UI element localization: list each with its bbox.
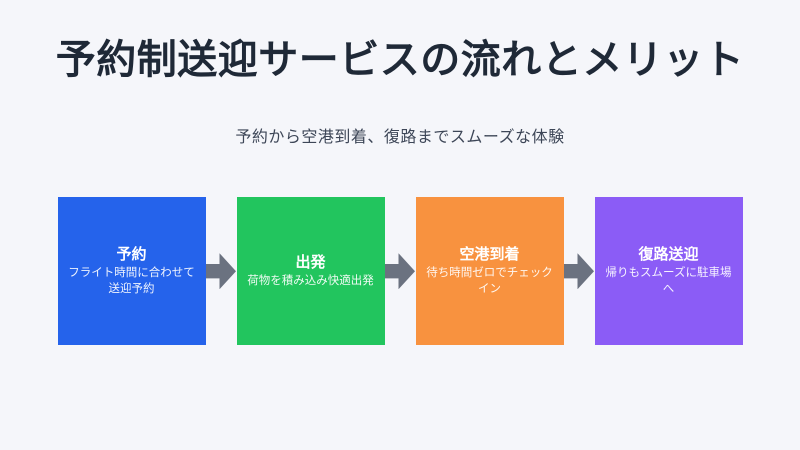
step-label: 予約 [116,245,147,263]
step-label: 復路送迎 [638,245,699,263]
page-subtitle: 予約から空港到着、復路までスムーズな体験 [235,129,565,146]
step-label: 空港到着 [459,245,520,263]
flow-step-reservation: 予約 フライト時間に合わせて送迎予約 [57,197,206,346]
arrow-gap [385,197,416,345]
step-description: 荷物を積み込み快適出発 [247,275,374,288]
arrow-gap [206,197,237,345]
right-arrow-icon [385,253,415,290]
flow-step-return-pickup: 復路送迎 帰りもスムーズに駐車場へ [594,197,743,346]
flow-step-airport-arrival: 空港到着 待ち時間ゼロでチェックイン [415,197,564,346]
arrow-gap [564,197,595,345]
step-label: 出発 [295,254,326,272]
step-description: 帰りもスムーズに駐車場へ [605,267,732,296]
step-description: フライト時間に合わせて送迎予約 [68,267,195,296]
page-title: 予約制送迎サービスの流れとメリット [55,38,745,82]
right-arrow-icon [206,253,236,290]
flow-step-departure: 出発 荷物を積み込み快適出発 [236,197,385,346]
step-description: 待ち時間ゼロでチェックイン [426,267,553,296]
right-arrow-icon [564,253,594,290]
flow-diagram: 予約 フライト時間に合わせて送迎予約 出発 荷物を積み込み快適出発 空港到着 待… [0,197,800,346]
